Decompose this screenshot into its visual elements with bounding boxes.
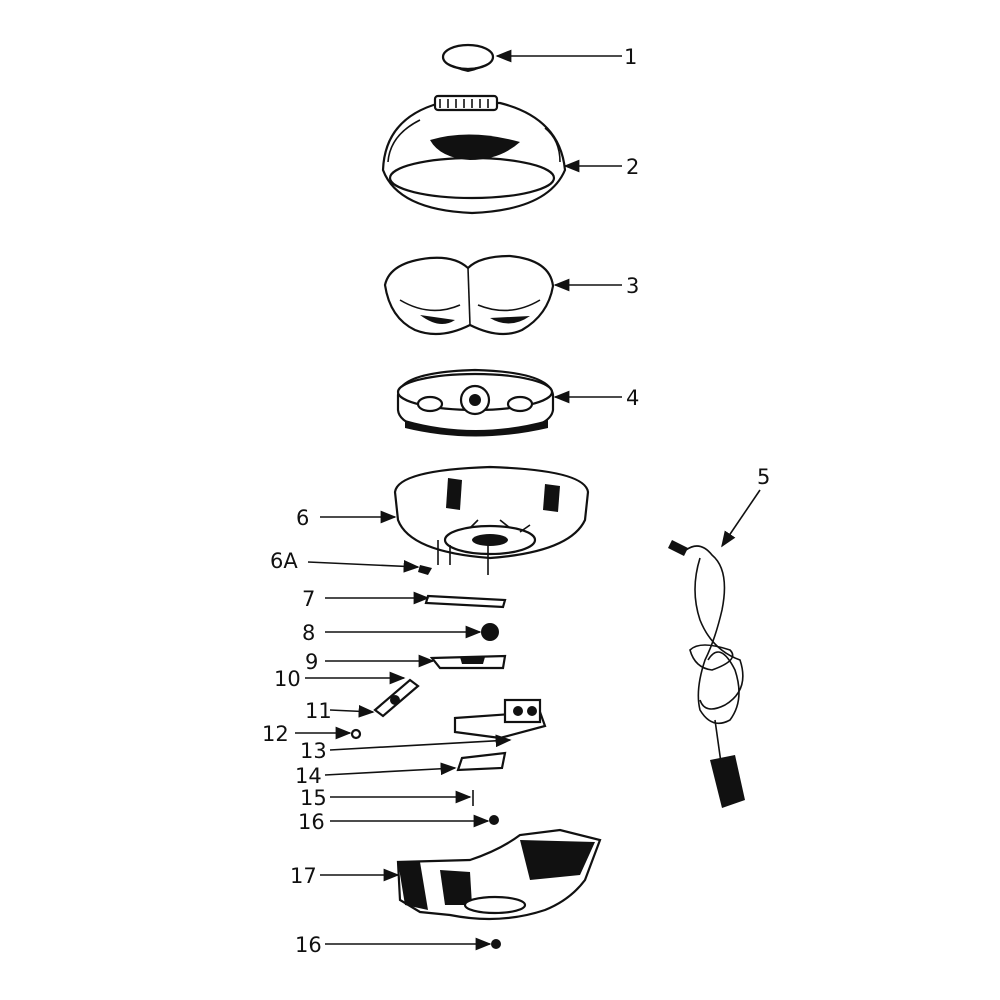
label-15: 15 <box>300 786 327 810</box>
label-17: 17 <box>290 864 317 888</box>
label-11: 11 <box>305 699 332 723</box>
label-7: 7 <box>302 587 315 611</box>
part-2-dome <box>381 94 567 215</box>
part-7-strip <box>424 594 507 609</box>
part-17-base <box>396 828 602 921</box>
label-3: 3 <box>626 274 639 298</box>
part-6-housing <box>393 465 590 575</box>
callout-line-6a <box>307 559 420 573</box>
label-4: 4 <box>626 386 639 410</box>
part-5-power-cord <box>668 540 745 808</box>
part-8-nut <box>481 623 499 641</box>
label-8: 8 <box>302 621 315 645</box>
label-13: 13 <box>300 739 327 763</box>
callout-line-14 <box>324 762 457 776</box>
callout-labels: 1 2 3 4 5 6 6A 7 8 9 10 11 12 13 14 15 1… <box>262 45 770 957</box>
label-14: 14 <box>295 764 322 788</box>
part-16-nut-lower <box>491 939 501 949</box>
label-10: 10 <box>274 667 301 691</box>
label-6: 6 <box>296 506 309 530</box>
part-1-cap <box>441 43 495 72</box>
label-2: 2 <box>626 155 639 179</box>
part-4-socket-plate <box>396 368 555 437</box>
part-3-reflector <box>383 254 555 336</box>
part-14-plate <box>456 751 507 772</box>
part-10-switch <box>373 678 420 718</box>
callout-line-11 <box>329 704 375 718</box>
part-9-bracket <box>429 654 507 670</box>
part-16-nut-upper <box>489 815 499 825</box>
callout-lines <box>295 49 761 951</box>
part-6a-screw <box>418 565 432 575</box>
part-13-terminal-block <box>453 698 547 740</box>
label-6a: 6A <box>270 549 298 573</box>
callout-line-13 <box>329 734 512 751</box>
label-16-lower: 16 <box>295 933 322 957</box>
label-5: 5 <box>757 465 770 489</box>
label-16-upper: 16 <box>298 810 325 834</box>
label-9: 9 <box>305 650 318 674</box>
part-12-washer <box>350 728 362 740</box>
label-1: 1 <box>624 45 637 69</box>
label-12: 12 <box>262 722 289 746</box>
callout-line-5 <box>721 489 761 548</box>
